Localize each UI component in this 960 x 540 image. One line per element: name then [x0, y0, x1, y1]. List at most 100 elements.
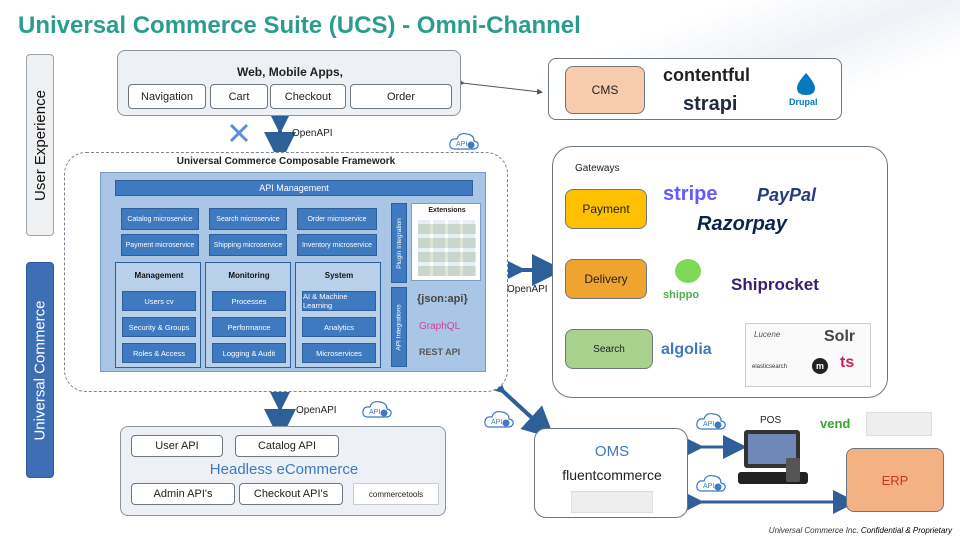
navigation-button[interactable]: Navigation — [128, 84, 206, 109]
elasticsearch-logo: elasticsearch — [752, 364, 788, 370]
api-cloud-icon-erp: API — [696, 474, 726, 492]
ai-ml-item: AI & Machine Learning — [302, 291, 376, 311]
management-heading: Management — [134, 271, 184, 280]
api-badge-text-headless: API — [369, 409, 380, 416]
api-cloud-icon-oms: API — [484, 410, 514, 428]
api-management-bar: API Management — [115, 180, 473, 196]
api-cloud-icon-pos: API — [696, 412, 726, 430]
shippo-icon — [675, 259, 701, 283]
payment-microservice: Payment microservice — [121, 234, 199, 256]
openapi-bottom-label: OpenAPI — [296, 405, 337, 416]
drupal-logo: Drupal — [789, 97, 818, 107]
api-badge-text-pos: API — [703, 421, 714, 428]
framework-oms-arrow — [471, 360, 555, 439]
checkout-button[interactable]: Checkout — [270, 84, 346, 109]
extensions-panel: Extensions — [411, 203, 481, 281]
footer: Universal Commerce Inc. Confidential & P… — [769, 526, 952, 535]
security-groups-item: Security & Groups — [122, 317, 196, 337]
api-badge-text-erp: API — [703, 483, 714, 490]
checkout-apis-button[interactable]: Checkout API's — [239, 483, 343, 505]
strapi-logo: strapi — [683, 93, 738, 115]
headless-title: Headless eCommerce — [209, 461, 359, 478]
processes-item: Processes — [212, 291, 286, 311]
page-title: Universal Commerce Suite (UCS) - Omni-Ch… — [18, 12, 581, 39]
user-experience-label: User Experience — [26, 54, 54, 236]
api-integrations-text: API Integrations — [395, 303, 403, 351]
footer-company: Universal Commerce Inc. — [768, 526, 859, 535]
commercetools-logo: commercetools — [353, 483, 439, 505]
cms-box: CMS — [565, 66, 645, 114]
pos-secondary-logo — [866, 412, 932, 436]
graphql-logo: GraphQL — [419, 321, 461, 332]
extensions-title: Extensions — [428, 207, 466, 214]
roles-access-item: Roles & Access — [122, 343, 196, 363]
admin-apis-button[interactable]: Admin API's — [131, 483, 235, 505]
api-badge-text: API — [456, 141, 467, 148]
framework-panel: API Management Catalog microservice Sear… — [100, 172, 486, 372]
stripe-logo: stripe — [663, 183, 718, 205]
users-item: Users cv — [122, 291, 196, 311]
search-microservice: Search microservice — [209, 208, 287, 230]
plugin-integration-text: Plugin Integration — [395, 217, 403, 269]
system-column: System AI & Machine Learning Analytics M… — [295, 262, 381, 368]
lucene-logo: Lucene — [754, 330, 781, 339]
monitoring-column: Monitoring Processes Performance Logging… — [205, 262, 291, 368]
microservices-item: Microservices — [302, 343, 376, 363]
logging-audit-item: Logging & Audit — [212, 343, 286, 363]
headless-ecommerce-box: User API Catalog API Headless eCommerce … — [120, 426, 446, 516]
pos-terminal-icon — [738, 430, 808, 484]
pos-label: POS — [760, 415, 782, 426]
contentful-logo: contentful — [663, 65, 750, 85]
inventory-microservice: Inventory microservice — [297, 234, 377, 256]
footer-note: Confidential & Proprietary — [860, 526, 952, 535]
extensions-grid — [418, 220, 476, 276]
api-cloud-icon-headless: API — [362, 400, 392, 418]
oms-secondary-logo — [571, 491, 653, 513]
order-button[interactable]: Order — [350, 84, 452, 109]
order-microservice: Order microservice — [297, 208, 377, 230]
rest-api-logo: REST API — [419, 347, 461, 357]
algolia-logo: algolia — [661, 341, 712, 358]
drupal-drop-icon — [797, 73, 815, 95]
api-badge-text-oms: API — [491, 419, 502, 426]
catalog-microservice: Catalog microservice — [121, 208, 199, 230]
catalog-api-button[interactable]: Catalog API — [235, 435, 339, 457]
search-box: Search — [565, 329, 653, 369]
monitoring-heading: Monitoring — [228, 271, 270, 280]
universal-commerce-label: Universal Commerce — [26, 262, 54, 478]
fluentcommerce-logo: fluentcommerce — [562, 467, 662, 483]
ucs-logo-icon — [229, 123, 249, 143]
openapi-top-label: OpenAPI — [292, 128, 333, 139]
oms-box: OMS fluentcommerce — [534, 428, 688, 518]
web-mobile-apps-box: Web, Mobile Apps, Navigation Cart Checko… — [117, 50, 461, 116]
oms-label: OMS — [594, 443, 630, 460]
api-integrations-bar: API Integrations — [391, 287, 407, 367]
shippo-logo: shippo — [663, 289, 700, 301]
gateways-group: Gateways Payment Delivery Search stripe … — [552, 146, 888, 398]
erp-box: ERP — [846, 448, 944, 512]
typesense-logo: ts — [840, 354, 855, 371]
gateways-title: Gateways — [575, 163, 620, 174]
search-logos-panel: Lucene Solr elasticsearch m ts — [745, 323, 871, 387]
shiprocket-logo: Shiprocket — [731, 275, 819, 294]
webapps-cms-connector — [458, 79, 543, 95]
vend-logo: vend — [820, 416, 851, 431]
cart-button[interactable]: Cart — [210, 84, 268, 109]
api-cloud-icon: API — [449, 132, 479, 150]
payment-box: Payment — [565, 189, 647, 229]
user-api-button[interactable]: User API — [131, 435, 223, 457]
web-mobile-apps-title: Web, Mobile Apps, — [236, 65, 343, 79]
system-heading: System — [324, 271, 354, 280]
openapi-mid-label: OpenAPI — [507, 284, 548, 295]
meilisearch-logo: m — [812, 358, 828, 374]
solr-logo: Solr — [824, 328, 856, 345]
delivery-box: Delivery — [565, 259, 647, 299]
framework-title: Universal Commerce Composable Framework — [176, 156, 396, 167]
razorpay-logo: Razorpay — [697, 213, 788, 235]
analytics-item: Analytics — [302, 317, 376, 337]
json-api-logo: {json:api} — [417, 293, 468, 305]
cms-group: CMS contentful strapi Drupal — [548, 58, 842, 120]
shipping-microservice: Shipping microservice — [209, 234, 287, 256]
performance-item: Performance — [212, 317, 286, 337]
